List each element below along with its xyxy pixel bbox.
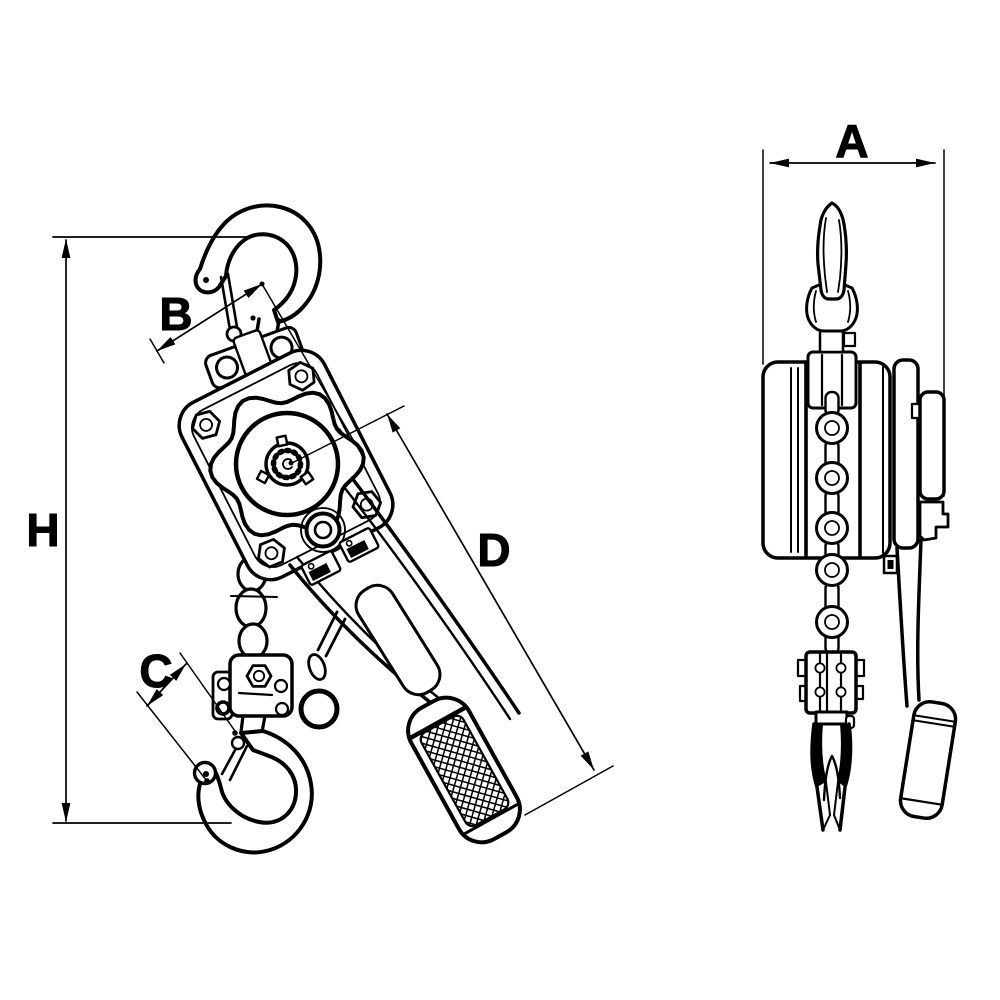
lever-arm <box>288 476 521 721</box>
dimensions: H B C D <box>26 115 945 824</box>
suspension-bracket <box>204 325 305 390</box>
side-handle-grip <box>898 699 958 821</box>
lever-sticker <box>338 527 380 563</box>
gear-cover <box>208 390 366 553</box>
side-lever <box>882 358 958 821</box>
dimension-D: D <box>288 405 614 816</box>
lever-cutout <box>354 583 442 697</box>
dim-label-d: D <box>477 524 510 576</box>
dim-label-a: A <box>835 115 868 167</box>
idler-boss <box>304 511 342 549</box>
dimension-H: H <box>26 236 249 824</box>
side-bottom-hook <box>810 710 856 832</box>
bottom-hook-block <box>211 653 294 721</box>
latch-pivot <box>230 735 246 751</box>
handle-socket <box>918 390 946 501</box>
bottom-hook <box>192 714 314 855</box>
side-chain <box>815 390 849 656</box>
side-bottom-block <box>796 650 866 715</box>
side-suspension <box>805 201 859 410</box>
side-view <box>761 201 958 832</box>
dim-label-h: H <box>26 504 59 556</box>
dim-label-b: B <box>159 288 192 340</box>
top-hook <box>193 203 323 358</box>
lever-sticker <box>300 550 342 586</box>
dim-label-c: C <box>139 645 172 697</box>
dimension-C: C <box>136 645 236 782</box>
hook-tip-dot <box>203 277 209 283</box>
slack-chain-end <box>298 610 347 730</box>
latch-bar <box>219 275 232 332</box>
chain-end-ring <box>298 688 340 730</box>
dimension-A: A <box>762 115 945 497</box>
dimension-B: B <box>149 279 363 456</box>
